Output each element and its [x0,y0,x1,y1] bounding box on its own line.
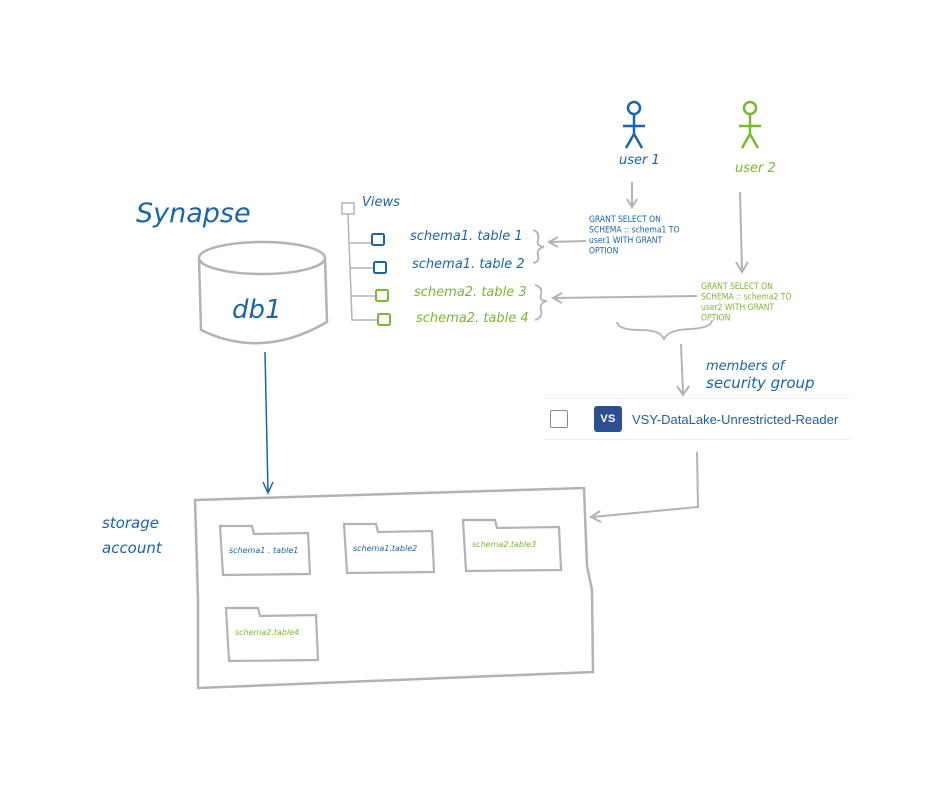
user1-arrowhead [626,198,638,209]
group-avatar-badge: VS [594,406,622,432]
view-list: schema1. table 1 schema1. table 2 schema2.… [371,229,529,326]
grant2-arrowhead [550,292,563,304]
grant-line: user2 WITH GRANT [701,303,774,313]
storage-account-box [193,486,595,690]
grant1-arrowhead [546,236,559,248]
members-label-line2: security group [706,374,815,392]
views-tree-lines [347,214,378,321]
members-arrow-head [676,385,690,397]
grant-line: GRANT SELECT ON [701,282,773,292]
user-arrows [626,182,749,274]
security-group-row[interactable]: VS VSY-DataLake-Unrestricted-Reader [545,398,850,440]
group-to-storage-line [591,451,700,518]
grant-arrows [546,236,698,304]
stick-figure-icon [623,100,645,149]
user-label: user 2 [735,161,776,176]
view-table-icon [373,261,387,274]
figure-body [623,114,645,149]
grant-line: GRANT SELECT ON [589,215,661,225]
folder-label: schema1.table2 [353,544,417,553]
security-group-name[interactable]: VSY-DataLake-Unrestricted-Reader [632,411,839,427]
folder-icon [342,522,436,575]
grant-line: OPTION [589,247,618,257]
grant-line: SCHEMA :: schema1 TO [589,226,679,236]
figure-head [626,100,642,116]
folder-icon [218,524,312,577]
members-arrow-line [680,343,684,395]
user2-arrow [739,191,743,271]
stick-figure-icon [739,100,761,149]
views-label: Views [362,195,400,210]
view-table-icon [371,233,385,246]
brace-schema1 [532,229,545,264]
grant-line: OPTION [701,314,730,324]
folder-label: schema1 . table1 [229,546,298,555]
storage-folders: schema1 . table1 schema1.table2 schema2.ta… [218,518,563,663]
grant2-arrow [553,295,698,299]
view-table-icon [377,313,391,326]
storage-label-line1: storage [102,514,159,532]
db-to-storage-head [262,481,274,495]
user2-arrowhead [735,261,749,274]
db-to-storage-line [264,351,269,493]
select-checkbox[interactable] [550,410,568,428]
view-label: schema2. table 3 [414,285,527,300]
folder-icon [224,606,320,663]
folder-label: schema2.table3 [472,540,536,549]
user-list: user 1 user 2 [619,100,776,176]
view-label: schema1. table 1 [410,229,523,244]
storage-label-line2: account [102,539,163,557]
grant-line: user1 WITH GRANT [589,236,662,246]
database-cylinder-icon [197,240,329,345]
group-to-storage-head [589,510,602,523]
synapse-label: Synapse [136,198,251,229]
grant2-brace [616,319,713,341]
figure-head [742,100,758,116]
view-label: schema1. table 2 [412,257,525,272]
grant-line: SCHEMA :: schema2 TO [701,293,791,303]
db-to-storage-arrow [262,351,274,495]
figure-body [739,114,761,149]
views-folder-icon [341,202,355,215]
members-label-line1: members of [706,359,787,374]
view-table-icon [375,289,389,302]
group-to-storage-arrow [589,451,700,523]
members-arrow [676,343,690,397]
db-label: db1 [232,295,282,325]
user-label: user 1 [619,153,660,168]
brace-schema2 [534,284,548,321]
folder-icon [461,518,563,573]
view-label: schema2. table 4 [416,311,529,326]
folder-label: schema2.table4 [235,628,299,637]
grant1-arrow [549,240,587,243]
